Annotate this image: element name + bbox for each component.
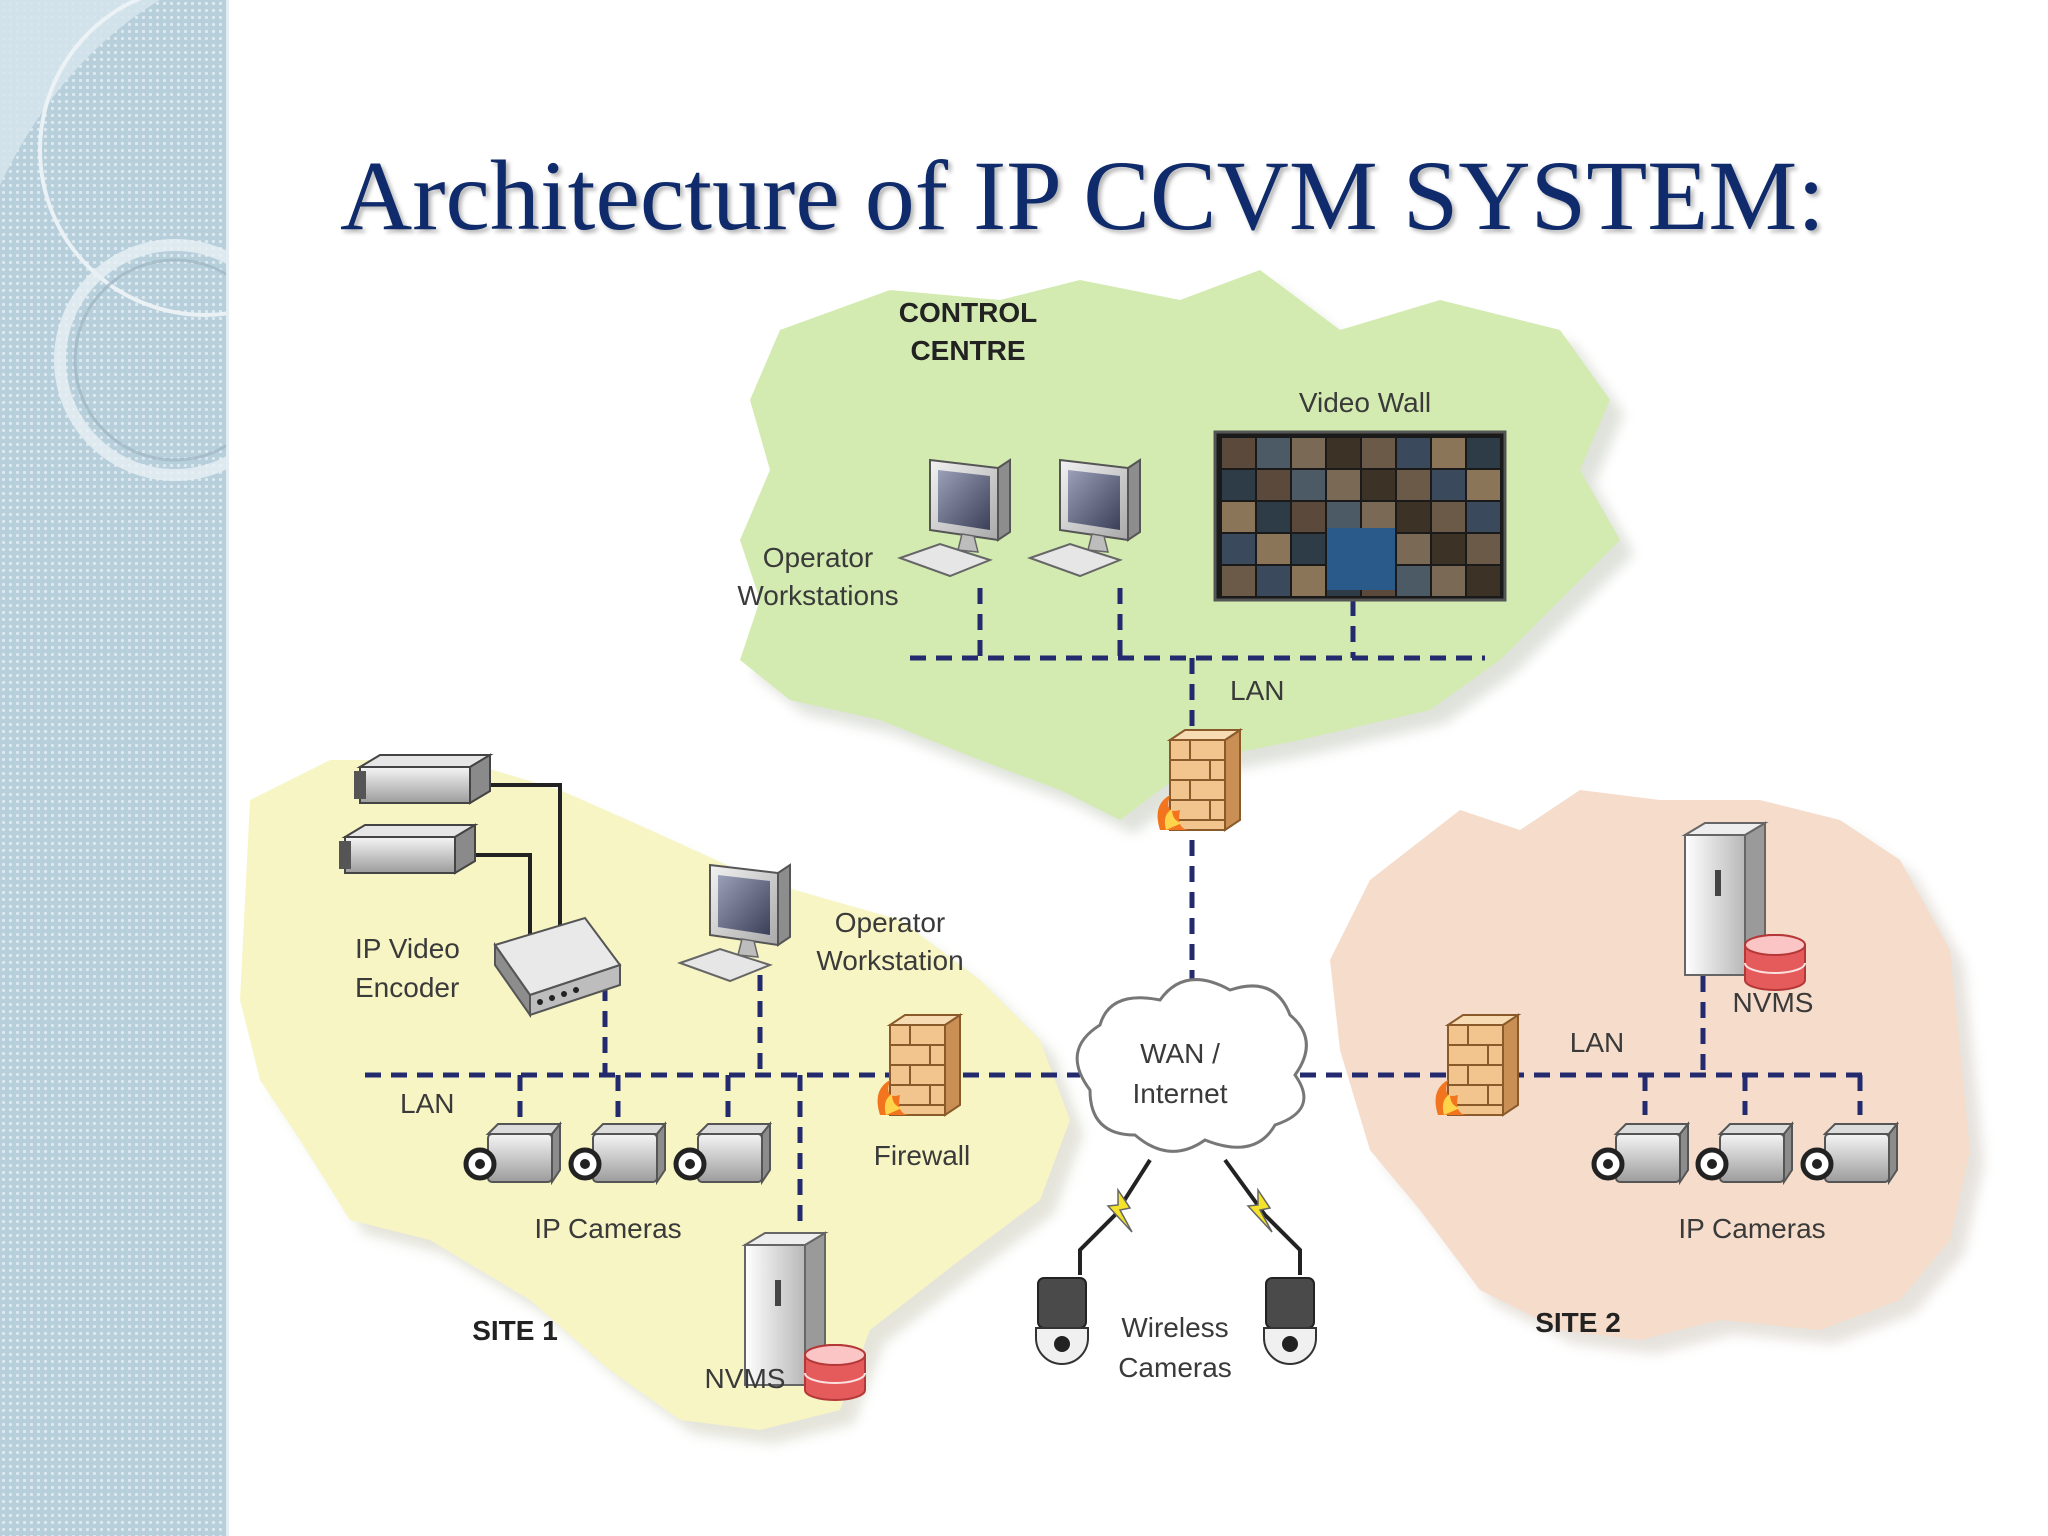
site1-box-camera-1	[353, 754, 491, 804]
site1-ip-cameras-label: IP Cameras	[534, 1213, 681, 1244]
ip-video-encoder-label-line2: Encoder	[355, 972, 459, 1003]
video-wall-tile	[1467, 438, 1500, 468]
video-wall-tile	[1397, 470, 1430, 500]
site1-title: SITE 1	[472, 1315, 558, 1346]
site2-zone	[1330, 790, 1984, 1354]
video-wall-tile	[1432, 502, 1465, 532]
network-links	[365, 588, 1870, 1230]
site2-title: SITE 2	[1535, 1307, 1621, 1338]
wireless-cameras-label-line1: Wireless	[1121, 1312, 1228, 1343]
video-wall-tile	[1292, 534, 1325, 564]
site2-ip-cameras-label: IP Cameras	[1678, 1213, 1825, 1244]
wireless-links	[1078, 1158, 1302, 1275]
video-wall-tile	[1467, 470, 1500, 500]
video-wall-tile	[1362, 470, 1395, 500]
wan-internet-cloud	[1075, 978, 1308, 1153]
control-centre-title-line2: CENTRE	[910, 335, 1025, 366]
wan-label-line1: WAN /	[1140, 1038, 1220, 1069]
video-wall-tile	[1432, 566, 1465, 596]
wireless-dome-camera-2	[1263, 1277, 1317, 1365]
video-wall-tile	[1292, 566, 1325, 596]
video-wall-tile	[1432, 470, 1465, 500]
video-wall-tile	[1327, 502, 1360, 532]
control-centre-title-line1: CONTROL	[899, 297, 1037, 328]
site1-lan-label: LAN	[400, 1088, 454, 1119]
site1-nvms-label: NVMS	[705, 1363, 786, 1394]
video-wall-tile	[1222, 470, 1255, 500]
site2-lan-label: LAN	[1570, 1027, 1624, 1058]
site1-zone	[240, 760, 1084, 1444]
video-wall-main-view	[1327, 528, 1395, 590]
site1-operator-label-line1: Operator	[835, 907, 946, 938]
wireless-dome-camera-1	[1035, 1277, 1089, 1365]
video-wall-tile	[1292, 470, 1325, 500]
control-centre-firewall-icon	[1156, 729, 1241, 831]
video-wall-tile	[1327, 438, 1360, 468]
video-wall-tile	[1222, 438, 1255, 468]
video-wall-tile	[1467, 502, 1500, 532]
video-wall-tile	[1257, 534, 1290, 564]
video-wall-tile	[1222, 566, 1255, 596]
video-wall-tile	[1397, 534, 1430, 564]
video-wall-tile	[1292, 438, 1325, 468]
video-wall-tile	[1327, 470, 1360, 500]
video-wall-tile	[1362, 502, 1395, 532]
wan-label-line2: Internet	[1133, 1078, 1228, 1109]
site2-firewall-icon	[1434, 1014, 1519, 1116]
ip-video-encoder-icon	[493, 916, 622, 1019]
video-wall-tile	[1362, 438, 1395, 468]
video-wall-label: Video Wall	[1299, 387, 1431, 418]
video-wall-tile	[1432, 534, 1465, 564]
sidebar-divider	[226, 0, 229, 1536]
control-centre-lan-label: LAN	[1230, 675, 1284, 706]
video-wall-tile	[1257, 502, 1290, 532]
slide-sidebar-pattern	[0, 0, 372, 1536]
video-wall-tile	[1222, 502, 1255, 532]
video-wall	[1213, 430, 1507, 602]
video-wall-tile	[1222, 534, 1255, 564]
wireless-cameras-label-line2: Cameras	[1118, 1352, 1232, 1383]
firewall-label: Firewall	[874, 1140, 970, 1171]
operator-workstations-label-line1: Operator	[763, 542, 874, 573]
video-wall-tile	[1397, 502, 1430, 532]
video-wall-tile	[1397, 566, 1430, 596]
video-wall-tile	[1467, 566, 1500, 596]
video-wall-tile	[1397, 438, 1430, 468]
video-wall-tile	[1467, 534, 1500, 564]
operator-workstations-label-line2: Workstations	[737, 580, 898, 611]
video-wall-tile	[1257, 566, 1290, 596]
site2-nvms-label: NVMS	[1733, 987, 1814, 1018]
wireless-signal-icons	[1106, 1187, 1273, 1233]
video-wall-tile	[1257, 438, 1290, 468]
ip-video-encoder-label-line1: IP Video	[355, 933, 460, 964]
video-wall-tile	[1432, 438, 1465, 468]
video-wall-tile	[1292, 502, 1325, 532]
slide-title: Architecture of IP CCVM SYSTEM:	[340, 140, 1826, 251]
encoder-cables	[455, 783, 562, 950]
site1-firewall-icon	[876, 1014, 961, 1116]
control-centre-zone	[740, 270, 1634, 834]
site1-operator-label-line2: Workstation	[816, 945, 963, 976]
site1-box-camera-2	[338, 824, 476, 874]
video-wall-tile	[1257, 470, 1290, 500]
